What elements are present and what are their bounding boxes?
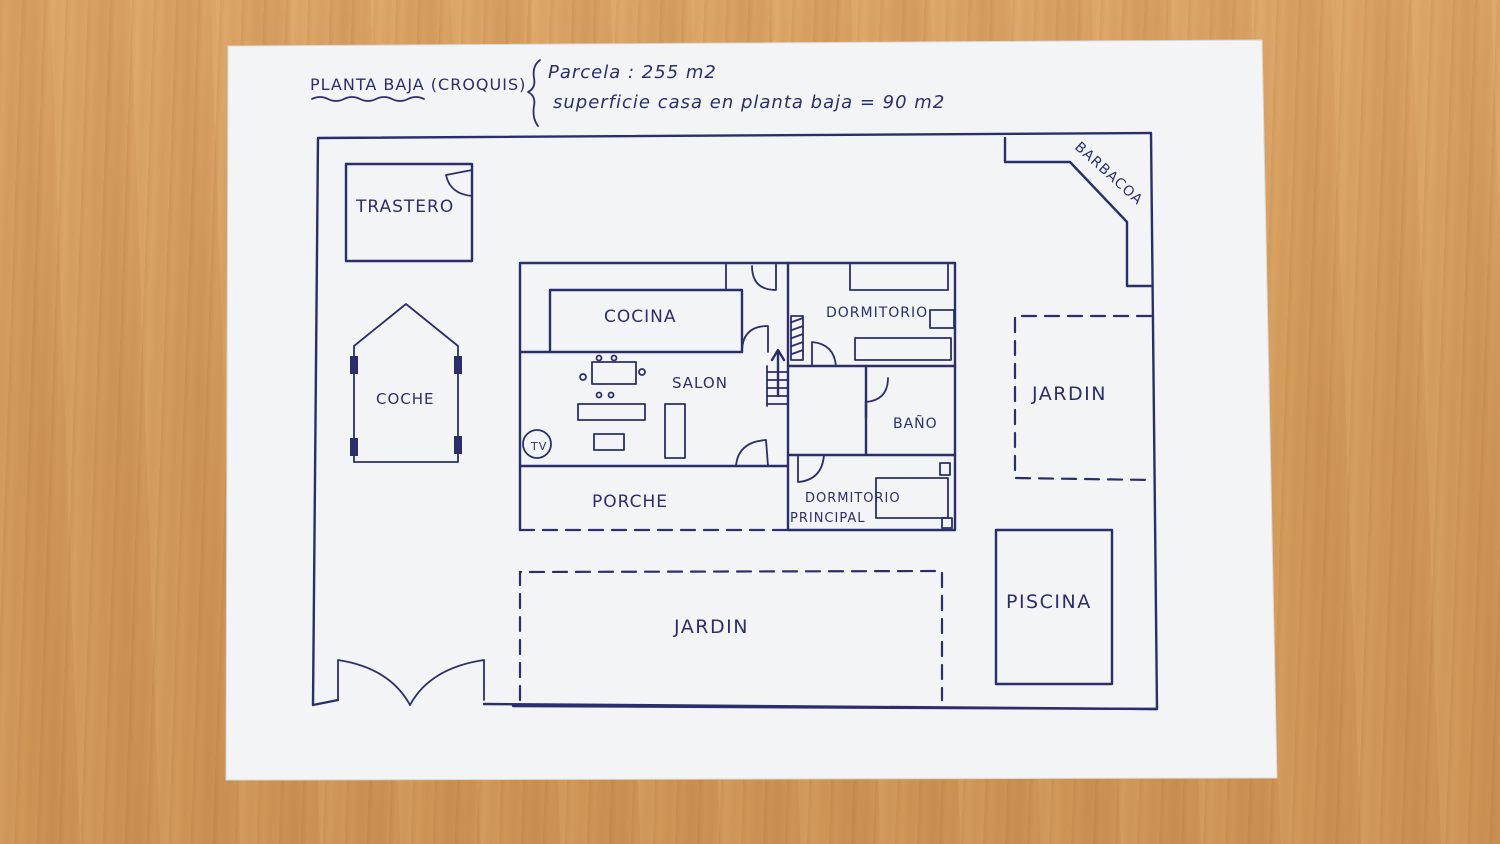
- brace: [527, 59, 541, 127]
- jardin-bottom: JARDIN: [518, 569, 944, 702]
- trastero-label: TRASTERO: [355, 197, 454, 217]
- cocina-label: COCINA: [604, 307, 676, 327]
- trastero-room: TRASTERO: [344, 162, 474, 263]
- stairs: [766, 348, 789, 407]
- header-notes: PLANTA BAJA (CROQUIS) Parcela : 255 m2 s…: [310, 59, 945, 127]
- tv-label: TV: [530, 440, 547, 453]
- parcela-note: Parcela : 255 m2: [548, 62, 717, 83]
- superficie-note: superficie casa en planta baja = 90 m2: [553, 92, 945, 113]
- plot-boundary-bottom: [511, 704, 1159, 711]
- dormitorio-principal-label-2: PRINCIPAL: [790, 511, 866, 526]
- porche-label: PORCHE: [592, 492, 668, 512]
- dormitorio-label: DORMITORIO: [826, 305, 928, 321]
- coche-label: COCHE: [376, 390, 435, 408]
- piscina: PISCINA: [994, 528, 1114, 686]
- plan-title: PLANTA BAJA (CROQUIS): [310, 75, 526, 94]
- salon-label: SALON: [672, 374, 728, 392]
- house: COCINA TV SALON PORCHE: [518, 261, 957, 532]
- piscina-label: PISCINA: [1006, 591, 1092, 613]
- jardin-right: JARDIN: [1013, 314, 1153, 482]
- entrance-gate: [337, 659, 485, 706]
- title-underline: [311, 96, 425, 102]
- paper-sheet: [225, 39, 1278, 781]
- coche-carport: COCHE: [350, 303, 462, 463]
- jardin-bottom-label: JARDIN: [673, 616, 749, 638]
- jardin-right-label: JARDIN: [1031, 383, 1107, 405]
- dormitorio-principal-label-1: DORMITORIO: [805, 491, 901, 506]
- bano-label: BAÑO: [893, 415, 938, 432]
